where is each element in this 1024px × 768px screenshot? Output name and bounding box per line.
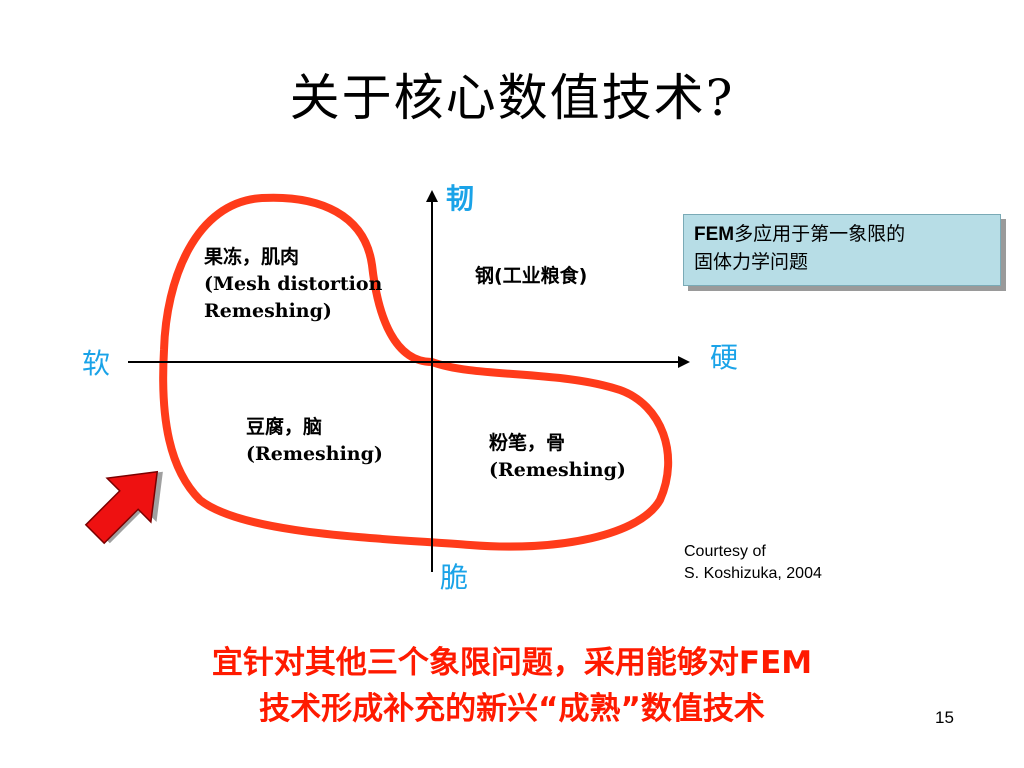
axis-label-tough: 韧 <box>446 182 475 215</box>
axis-label-hard: 硬 <box>710 341 739 374</box>
quadrant-upper-left: 果冻，肌肉 (Mesh distortion Remeshing) <box>204 244 382 325</box>
quadrant-lower-right-line1: 粉笔，骨 <box>489 432 566 454</box>
quadrant-upper-right-line1: 钢(工业粮食) <box>475 265 588 287</box>
credit-text: Courtesy of S. Koshizuka, 2004 <box>684 541 822 585</box>
credit-line1: Courtesy of <box>684 543 766 560</box>
quadrant-upper-right: 钢(工业粮食) <box>475 263 587 290</box>
material-region-outline <box>159 193 673 551</box>
quadrant-lower-left-line2: (Remeshing) <box>246 443 383 465</box>
quadrant-upper-left-line1: 果冻，肌肉 <box>204 246 300 268</box>
conclusion-line2: 技术形成补充的新兴“成熟”数值技术 <box>259 691 765 727</box>
page-title: 关于核心数值技术? <box>289 69 735 127</box>
fem-note-prefix: FEM <box>694 224 735 245</box>
quadrant-lower-left-line1: 豆腐，脑 <box>246 416 323 438</box>
axis-label-soft: 软 <box>82 347 111 380</box>
quadrant-lower-left: 豆腐，脑 (Remeshing) <box>246 414 383 468</box>
quadrant-lower-right: 粉笔，骨 (Remeshing) <box>489 430 626 484</box>
fem-note-line1: FEM多应用于第一象限的 <box>694 221 990 249</box>
quadrant-upper-left-line3: Remeshing) <box>204 300 332 322</box>
conclusion-line1: 宜针对其他三个象限问题，采用能够对FEM <box>211 645 813 681</box>
axis-label-brittle: 脆 <box>440 561 469 594</box>
credit-line2: S. Koshizuka, 2004 <box>684 565 822 582</box>
quadrant-lower-right-line2: (Remeshing) <box>489 459 626 481</box>
conclusion-text: 宜针对其他三个象限问题，采用能够对FEM 技术形成补充的新兴“成熟”数值技术 <box>0 640 1024 732</box>
fem-note-box: FEM多应用于第一象限的 固体力学问题 <box>683 214 1001 286</box>
block-arrow-icon <box>84 470 163 545</box>
fem-note-line1-rest: 多应用于第一象限的 <box>734 224 906 245</box>
quadrant-upper-left-line2: (Mesh distortion <box>204 273 383 295</box>
page-number: 15 <box>935 708 954 727</box>
fem-note-line2: 固体力学问题 <box>694 252 809 273</box>
